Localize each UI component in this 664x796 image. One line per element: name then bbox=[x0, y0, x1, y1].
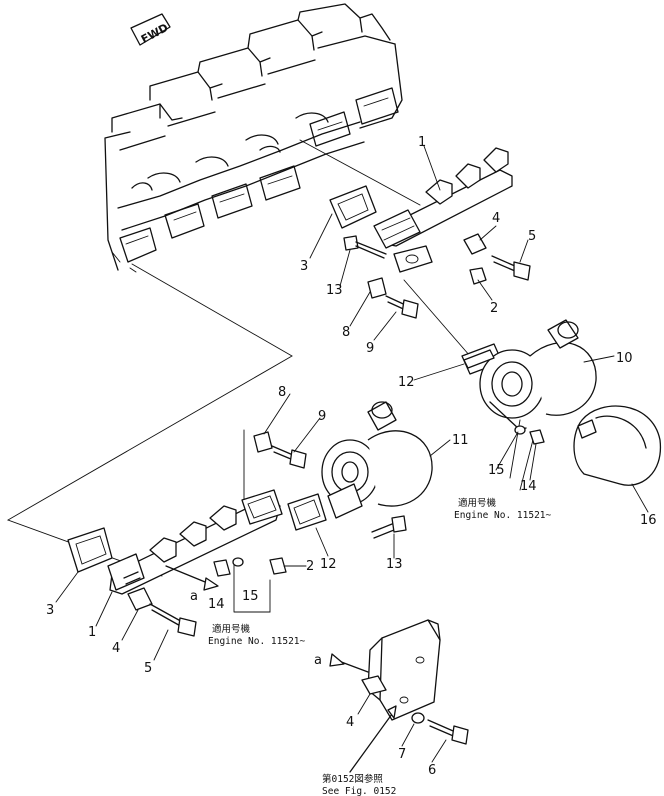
turbocharger-middle bbox=[321, 401, 433, 519]
label-a-lower: a bbox=[190, 589, 198, 604]
turbocharger-upper bbox=[461, 319, 597, 431]
callout-3-low: 3 bbox=[46, 603, 54, 618]
callout-14-top: 14 bbox=[520, 479, 537, 494]
callout-9-mid: 9 bbox=[318, 409, 326, 424]
note-left-en: Engine No. 11521~ bbox=[208, 636, 306, 647]
nut-lower-14 bbox=[213, 559, 231, 577]
callout-9-top: 9 bbox=[366, 341, 374, 356]
washer-7 bbox=[411, 712, 425, 724]
callout-3-top: 3 bbox=[300, 259, 308, 274]
nut-upper-14 bbox=[529, 429, 545, 445]
washer-upper-15 bbox=[514, 425, 526, 435]
mounting-bracket bbox=[367, 619, 441, 721]
callout-13-mid: 13 bbox=[386, 557, 403, 572]
bolt-mid-9 bbox=[271, 445, 307, 469]
bolt-upper-5 bbox=[491, 255, 531, 281]
spacer-mid-8 bbox=[253, 431, 273, 453]
note-ref-en: See Fig. 0152 bbox=[322, 786, 396, 796]
bolt-mid-13 bbox=[371, 515, 407, 539]
callout-6: 6 bbox=[428, 763, 436, 778]
ref-arrow bbox=[349, 705, 397, 773]
callout-14-low: 14 bbox=[208, 597, 225, 612]
callout-1-low: 1 bbox=[88, 625, 96, 640]
view-arrow-a-bottom bbox=[329, 653, 369, 673]
spacer-upper-8 bbox=[367, 277, 387, 299]
serial-notes: 適用号機 Engine No. 11521~ 適用号機 Engine No. 1… bbox=[208, 497, 552, 796]
bolt-upper-9 bbox=[385, 295, 419, 319]
callout-15-top: 15 bbox=[488, 463, 505, 478]
callout-2-top: 2 bbox=[490, 301, 498, 316]
note-right-en: Engine No. 11521~ bbox=[454, 510, 552, 521]
callout-labels: 1 4 5 3 13 2 8 9 10 12 8 9 11 15 14 16 1… bbox=[46, 135, 657, 778]
spacer-lower-4 bbox=[127, 587, 153, 611]
callout-4-top: 4 bbox=[492, 211, 500, 226]
callout-7: 7 bbox=[398, 747, 406, 762]
gasket-mid-12 bbox=[287, 493, 327, 531]
callout-10: 10 bbox=[616, 351, 633, 366]
callout-16: 16 bbox=[640, 513, 657, 528]
nut-mid-2 bbox=[269, 557, 287, 575]
callout-leaders bbox=[55, 145, 649, 763]
fwd-arrow-icon: FWD bbox=[130, 13, 171, 46]
callout-4-bottom: 4 bbox=[346, 715, 354, 730]
callout-5-low: 5 bbox=[144, 661, 152, 676]
gasket-upper bbox=[329, 185, 377, 229]
callout-4-low: 4 bbox=[112, 641, 120, 656]
exhaust-manifold-upper bbox=[373, 147, 513, 273]
exhaust-manifold-lower bbox=[107, 489, 283, 595]
spacer-bracket-4 bbox=[361, 675, 387, 695]
washer-lower-15 bbox=[232, 557, 244, 567]
bolt-lower-5 bbox=[149, 603, 197, 637]
spacer-upper-4 bbox=[463, 233, 487, 255]
note-right-jp: 適用号機 bbox=[458, 497, 497, 509]
view-arrow-a-lower bbox=[165, 565, 219, 591]
gasket-upper-12 bbox=[463, 349, 495, 369]
note-left-jp: 適用号機 bbox=[212, 623, 251, 635]
callout-12-mid: 12 bbox=[320, 557, 337, 572]
callout-15-low: 15 bbox=[242, 589, 259, 604]
gasket-lower-3 bbox=[67, 527, 113, 573]
bolt-upper-13 bbox=[343, 235, 387, 259]
callout-2-mid: 2 bbox=[306, 559, 314, 574]
callout-12-top: 12 bbox=[398, 375, 415, 390]
nut-upper-2 bbox=[469, 267, 487, 285]
heat-shield bbox=[573, 405, 662, 486]
callout-8-top: 8 bbox=[342, 325, 350, 340]
label-a-bottom: a bbox=[314, 653, 322, 668]
engine-block bbox=[104, 3, 403, 273]
callout-13-top: 13 bbox=[326, 283, 343, 298]
bolt-6 bbox=[427, 719, 469, 745]
callout-5-top: 5 bbox=[528, 229, 536, 244]
callout-8-mid: 8 bbox=[278, 385, 286, 400]
callout-11: 11 bbox=[452, 433, 469, 448]
callout-1-top: 1 bbox=[418, 135, 426, 150]
note-ref-jp: 第0152図参照 bbox=[322, 773, 383, 785]
